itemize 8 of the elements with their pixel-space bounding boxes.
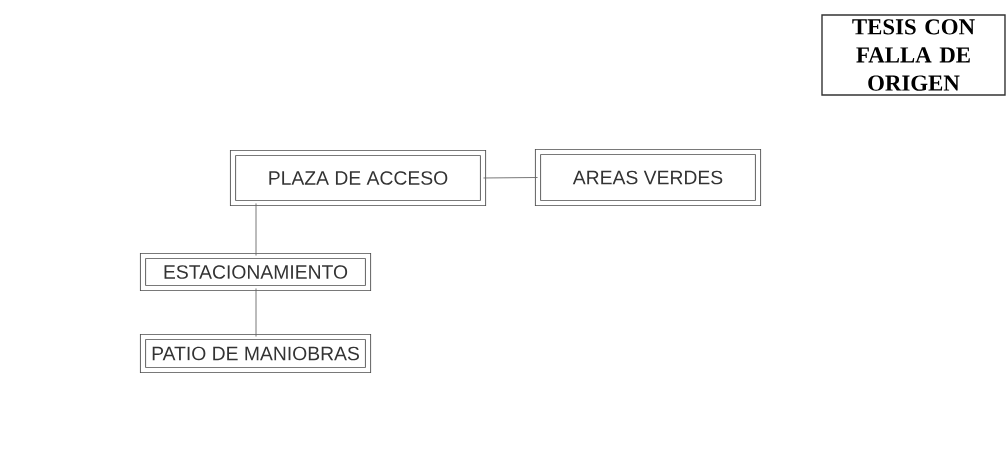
- connector-line: [255, 288, 257, 337]
- connector-line: [483, 177, 538, 179]
- process-box: PLAZA DE ACCESO: [229, 149, 487, 207]
- process-box: PATIO DE MANIOBRAS: [139, 333, 372, 374]
- process-box: AREAS VERDES: [534, 148, 762, 207]
- process-box: ESTACIONAMIENTO: [139, 252, 372, 292]
- stamp-box: TESIS CON FALLA DE ORIGEN: [821, 14, 1006, 96]
- connector-line: [255, 203, 257, 256]
